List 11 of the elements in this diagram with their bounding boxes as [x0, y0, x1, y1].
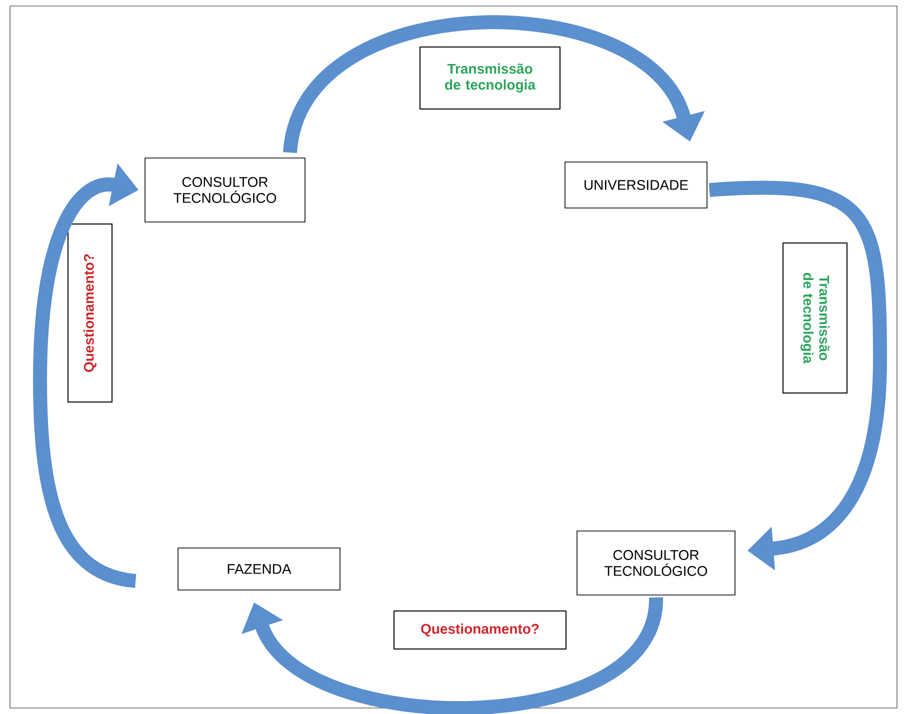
process-box: CONSULTOR TECNOLÓGICO [144, 158, 306, 222]
label-box: Transmissão de tecnologia [420, 46, 560, 110]
label-box: Transmissão de tecnologia [782, 242, 848, 394]
curved-arrow [242, 596, 663, 714]
curved-arrow [283, 16, 705, 154]
process-box: FAZENDA [178, 548, 340, 590]
process-box: UNIVERSIDADE [564, 162, 708, 208]
process-box: CONSULTOR TECNOLÓGICO [576, 530, 736, 596]
curved-arrow [709, 180, 887, 570]
label-box: Questionamento? [68, 223, 112, 402]
label-box: Questionamento? [394, 610, 566, 650]
